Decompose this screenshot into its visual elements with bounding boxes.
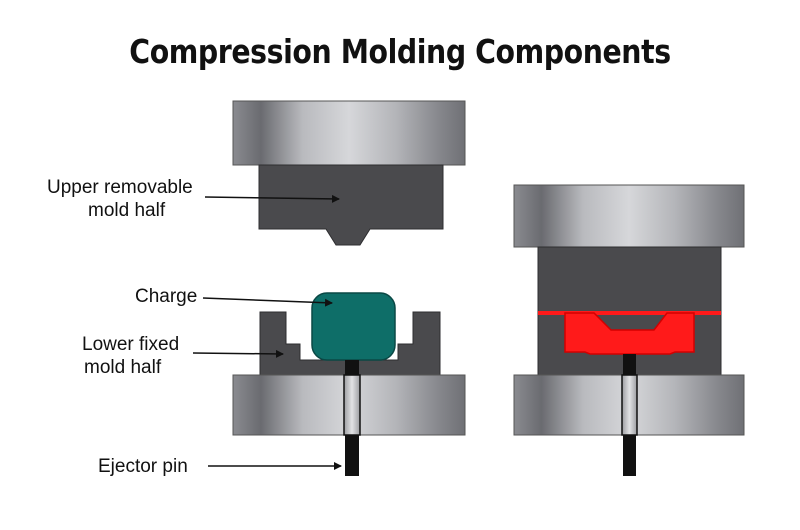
ejector-pin-sleeve-left xyxy=(343,374,361,436)
upper-mold-arrow xyxy=(204,194,340,203)
ejector-pin-top-left xyxy=(345,360,359,376)
lower-mold-label: Lower fixed mold half xyxy=(82,333,179,379)
upper-mold-half xyxy=(258,164,444,246)
molded-part-body xyxy=(564,312,695,355)
lower-mold-arrow xyxy=(192,349,284,358)
charge-arrow xyxy=(202,297,333,307)
ejector-pin-label: Ejector pin xyxy=(98,456,188,477)
lower-mold-label-line2: mold half xyxy=(84,357,162,378)
ejector-pin-top-right xyxy=(623,354,636,375)
upper-mold-label-line1: Upper removable xyxy=(47,177,193,198)
ejector-pin-sleeve-right xyxy=(621,374,638,436)
upper-mold-label: Upper removable mold half xyxy=(47,176,193,222)
ejector-pin-bottom-right xyxy=(623,435,636,476)
charge-label: Charge xyxy=(135,286,198,307)
upper-mold-label-line2: mold half xyxy=(88,200,166,221)
molded-part-flash xyxy=(538,311,721,315)
ejector-pin xyxy=(345,435,359,476)
molded-part xyxy=(538,311,721,355)
upper-platen-left xyxy=(232,100,466,166)
lower-mold-label-line1: Lower fixed xyxy=(82,334,180,355)
page-title: Compression Molding Components xyxy=(129,32,671,71)
upper-platen-right xyxy=(513,184,745,248)
